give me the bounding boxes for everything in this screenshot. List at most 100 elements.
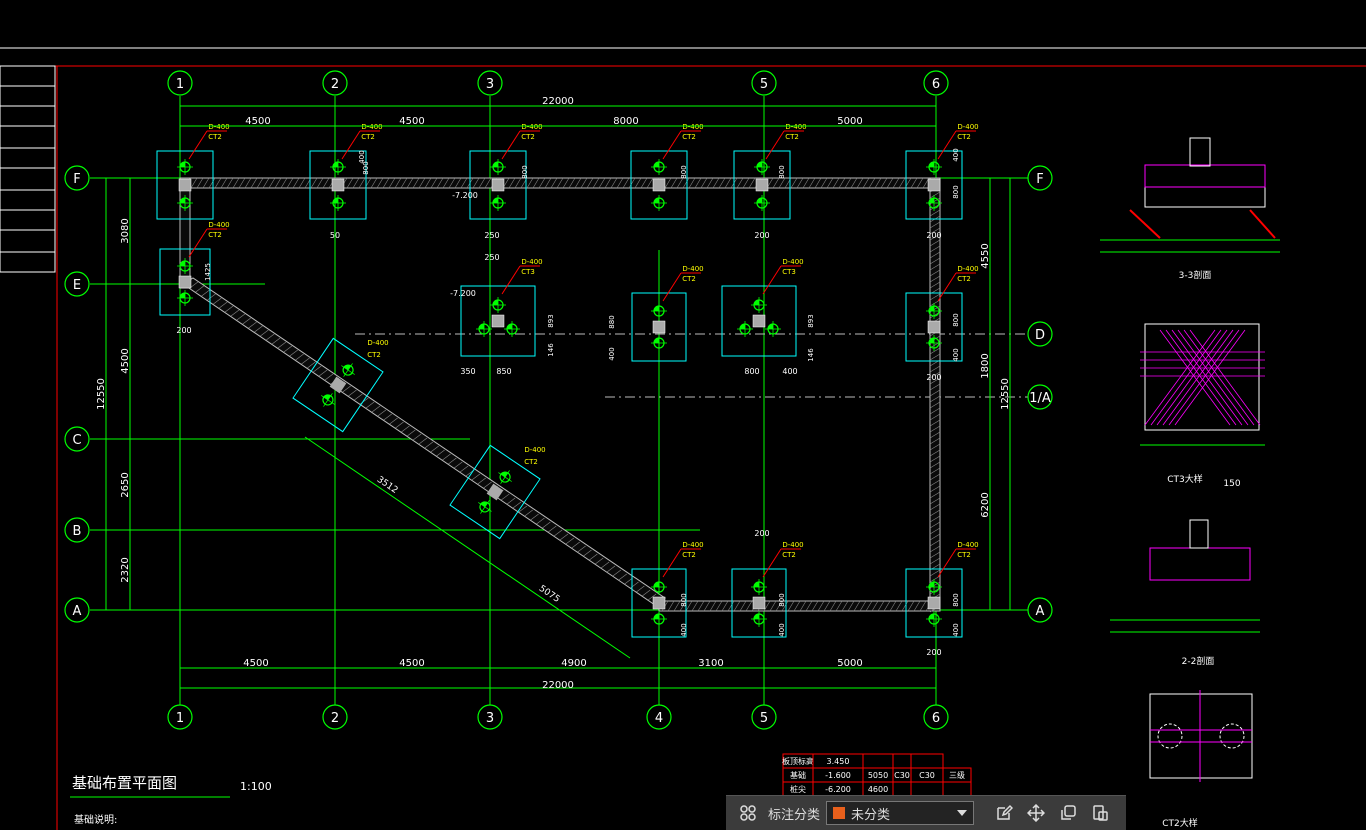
elevation-mark: -7.200: [450, 289, 476, 298]
small-dim: 146: [547, 343, 555, 357]
hatch: [394, 177, 402, 189]
hatch: [574, 177, 582, 189]
leader: [937, 130, 957, 160]
hatch: [929, 221, 941, 229]
hatch: [679, 600, 687, 612]
annotation-category-select[interactable]: 未分类: [826, 801, 975, 825]
hatch: [477, 477, 486, 485]
footing-outline: [292, 337, 384, 433]
center-lines: [355, 333, 1028, 398]
dim-left: 2320: [120, 557, 131, 582]
hatch: [484, 177, 492, 189]
hatch: [348, 389, 357, 397]
hatch: [266, 333, 275, 341]
hatch: [874, 177, 882, 189]
column: [491, 178, 505, 192]
footing-label-ct: CT2: [521, 133, 535, 141]
hatch: [676, 177, 684, 189]
move-icon[interactable]: [1024, 801, 1048, 825]
table-cell-text: 桩尖: [790, 784, 806, 794]
hatch: [512, 501, 522, 509]
hatch: [715, 600, 723, 612]
hatch: [929, 365, 941, 373]
footing-rotated: [292, 337, 384, 433]
grid-bubble-circle: [477, 704, 503, 730]
hatch: [577, 545, 586, 553]
hatch: [929, 347, 941, 355]
copy-icon[interactable]: [1056, 801, 1080, 825]
hatch: [775, 600, 783, 612]
hatch: [271, 337, 281, 345]
table-cell-text: 4600: [868, 785, 888, 794]
section-title: 150: [1223, 479, 1240, 489]
hatch: [865, 600, 873, 612]
grid-bubble-label: 3: [486, 77, 494, 92]
hatch: [604, 177, 612, 189]
small-dim: 400: [608, 347, 616, 360]
pile-cross: [323, 393, 333, 407]
hatch: [562, 177, 570, 189]
hatch: [365, 401, 375, 409]
grid-bubble-circle: [1027, 165, 1053, 191]
small-dim: 400: [680, 623, 688, 636]
footing-label-d: D-400: [524, 446, 545, 454]
hatch: [886, 177, 894, 189]
column: [752, 596, 766, 610]
edit-icon[interactable]: [992, 801, 1016, 825]
hatch: [670, 177, 678, 189]
section-title: 2-2剖面: [1182, 655, 1215, 667]
hatch: [400, 177, 408, 189]
hatch: [219, 301, 228, 309]
hatch: [929, 275, 941, 283]
pile-fill: [654, 614, 659, 619]
grid-bubble: D: [1027, 321, 1053, 347]
ct2-pile: [1157, 723, 1183, 749]
small-dim: 200: [926, 648, 941, 657]
footing-label-ct: CT2: [782, 551, 796, 559]
hatch: [929, 263, 941, 271]
paste-icon[interactable]: [1088, 801, 1112, 825]
grid-apps-icon[interactable]: [736, 801, 760, 825]
dim-bottom: 5000: [837, 658, 862, 669]
hatch: [324, 373, 334, 381]
hatch: [790, 177, 798, 189]
hatch: [418, 437, 428, 445]
hatch: [929, 509, 941, 517]
pile-fill: [493, 198, 498, 203]
pile-fill: [654, 582, 659, 587]
footing-label-d: D-400: [208, 123, 229, 131]
hatch: [892, 177, 900, 189]
small-dim: 200: [926, 231, 941, 240]
pile-fill: [180, 261, 185, 266]
section-title: CT2大样: [1162, 817, 1198, 829]
footing-outline: [631, 568, 687, 638]
small-dim: 146: [807, 348, 815, 362]
annotation-category-label: 标注分类: [768, 807, 821, 823]
hatch: [196, 177, 204, 189]
footing-label-d: D-400: [957, 541, 978, 549]
dim-left: 3080: [120, 218, 131, 243]
hatch: [929, 293, 941, 301]
hatch: [238, 177, 246, 189]
ct3-rebar: [1159, 329, 1231, 426]
grid-bubble-circle: [64, 426, 90, 452]
footing-outline: [905, 292, 963, 362]
leader: [662, 272, 682, 302]
hatch: [612, 569, 622, 577]
pile-fill: [654, 162, 659, 167]
leader: [188, 130, 208, 160]
pile-fill: [754, 300, 759, 305]
hatch: [929, 425, 941, 433]
hatch: [703, 600, 711, 612]
hatch: [724, 177, 732, 189]
hatch: [929, 377, 941, 385]
footing-label-d: D-400: [521, 123, 542, 131]
hatch: [907, 600, 915, 612]
hatch: [929, 473, 941, 481]
hatch: [929, 281, 941, 289]
hatch: [929, 497, 941, 505]
hatch: [929, 227, 941, 235]
column: [652, 320, 666, 334]
